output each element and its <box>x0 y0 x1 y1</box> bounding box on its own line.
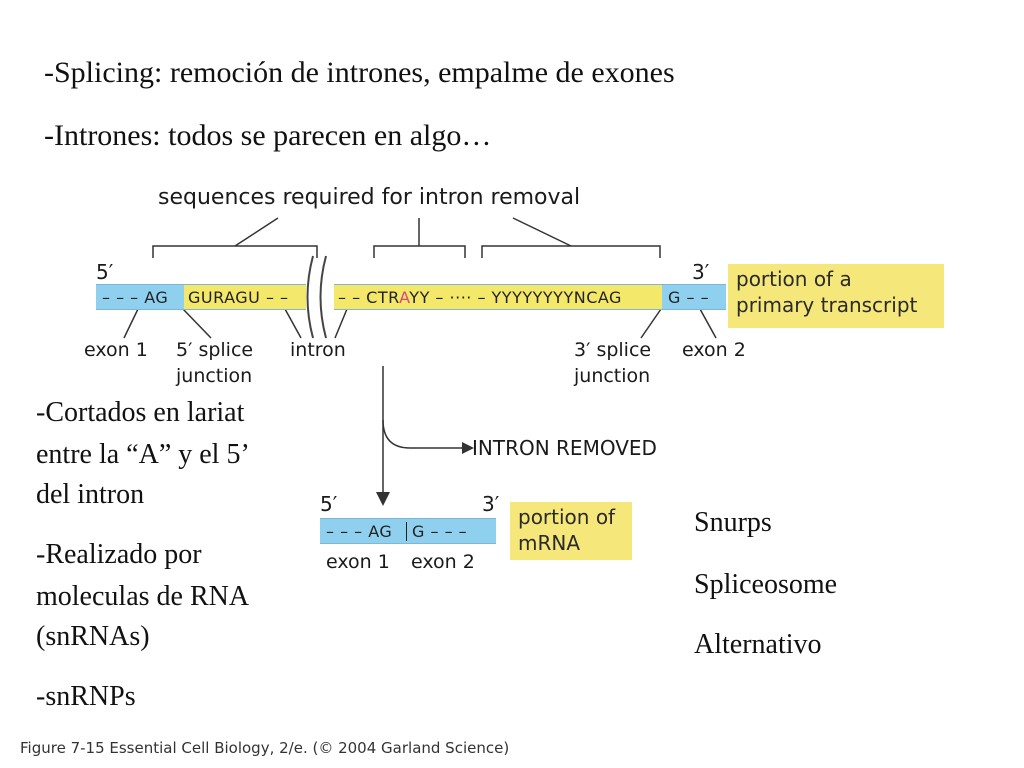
mrna-callout: portion of mRNA <box>510 502 632 560</box>
mrna-callout-line1: portion of <box>518 505 616 529</box>
intron-seq-part-b: YY – ···· – YYYYYYYYNCAG <box>409 288 622 307</box>
label-intron: intron <box>290 339 346 361</box>
intron-left-sequence: GURAGU – – <box>188 288 289 307</box>
transcript-3prime: 3′ <box>692 260 710 284</box>
bullet-splicing: -Splicing: remoción de intrones, empalme… <box>44 56 675 89</box>
right-spliceosome: Spliceosome <box>694 569 838 600</box>
note-cortados-line1: -Cortados en lariat <box>36 397 245 428</box>
transcript-callout-line1: portion of a <box>736 267 852 291</box>
mrna-exon2-sequence: G – – – <box>412 522 468 541</box>
mrna-3prime: 3′ <box>482 492 500 516</box>
intron-removed-label: INTRON REMOVED <box>472 436 657 460</box>
arrow-removed-head <box>462 442 474 454</box>
label-exon1: exon 1 <box>84 339 148 361</box>
mrna-5prime: 5′ <box>320 492 338 516</box>
bracket-right-pointer <box>512 217 572 247</box>
transcript-5prime: 5′ <box>96 260 114 284</box>
arrow-down-head <box>376 492 390 506</box>
pointer-3-splice <box>640 308 662 339</box>
bracket-left-pointer <box>234 217 279 247</box>
label-exon2: exon 2 <box>682 339 746 361</box>
mrna-label-exon1: exon 1 <box>326 551 390 573</box>
note-snrnps: -snRNPs <box>36 681 136 712</box>
label-5-splice-junction: junction <box>176 365 253 387</box>
right-alternativo: Alternativo <box>694 629 822 660</box>
label-3-splice-junction: junction <box>574 365 651 387</box>
note-cortados-line2: entre la “A” y el 5’ <box>36 439 250 470</box>
arrow-removed-path <box>382 419 462 449</box>
pointer-exon2 <box>699 308 717 339</box>
note-realizado-line3: (snRNAs) <box>36 621 150 652</box>
note-realizado-line1: -Realizado por <box>36 539 202 570</box>
intron-left-segment: GURAGU – – <box>184 284 306 310</box>
exon2-sequence: G – – <box>668 288 710 307</box>
note-cortados-line3: del intron <box>36 479 145 510</box>
right-snurps: Snurps <box>694 507 772 538</box>
mrna-junction-divider <box>406 522 407 541</box>
bullet-intrones: -Intrones: todos se parecen en algo… <box>44 119 492 152</box>
note-realizado-line2: moleculas de RNA <box>36 581 250 612</box>
diagram-heading: sequences required for intron removal <box>158 185 581 210</box>
transcript-callout: portion of a primary transcript <box>728 264 944 328</box>
mrna-callout-line2: mRNA <box>518 531 581 555</box>
pointer-5-splice <box>182 308 212 339</box>
exon2-segment: G – – <box>662 284 726 310</box>
pointer-exon1 <box>123 308 139 339</box>
label-3-splice: 3′ splice <box>574 339 652 361</box>
intron-mid-segment: – – CTRAYY – ···· – YYYYYYYYNCAG <box>334 284 662 310</box>
pointer-intron-b <box>334 308 348 339</box>
exon1-sequence: – – – AG <box>102 288 169 307</box>
intron-mid-sequence: – – CTRAYY – ···· – YYYYYYYYNCAG <box>338 285 622 311</box>
intron-seq-part-a: – – CTR <box>338 288 400 307</box>
figure-caption: Figure 7-15 Essential Cell Biology, 2/e.… <box>20 739 510 757</box>
mrna-bar: – – – AG G – – – <box>320 518 496 544</box>
branch-point-a: A <box>399 288 410 307</box>
pointer-intron-a <box>284 308 302 339</box>
transcript-callout-line2: primary transcript <box>736 293 918 317</box>
label-5-splice: 5′ splice <box>176 339 254 361</box>
mrna-exon1-sequence: – – – AG <box>326 522 393 541</box>
mrna-label-exon2: exon 2 <box>411 551 475 573</box>
exon1-segment: – – – AG <box>96 284 184 310</box>
